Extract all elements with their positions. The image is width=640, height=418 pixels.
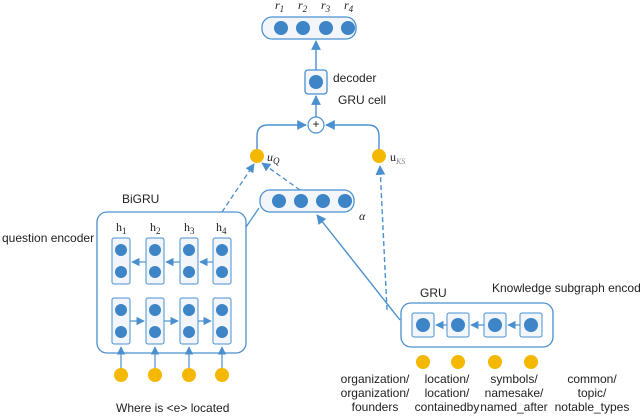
forward-node: [149, 326, 161, 338]
plus-symbol: +: [312, 117, 319, 131]
output-node: [341, 21, 355, 35]
forward-node: [149, 304, 161, 316]
knowledge-encoder-to-attention-arrow: [316, 214, 401, 321]
attention-node: [272, 194, 286, 208]
relation-embedding-node: [524, 355, 538, 369]
backward-node: [216, 266, 228, 278]
backward-node: [183, 244, 195, 256]
backward-node: [149, 244, 161, 256]
uq-node: [250, 149, 264, 163]
forward-node: [115, 304, 127, 316]
backward-node: [149, 266, 161, 278]
alpha-label: α: [359, 209, 366, 223]
attention-to-uq-dashed: [261, 162, 301, 191]
question-encoder-to-uq-dashed: [221, 163, 255, 213]
relation-1-line-1: organization/: [341, 372, 410, 386]
attention-node: [316, 194, 330, 208]
hidden-label-3: h3: [184, 220, 195, 236]
backward-node: [183, 266, 195, 278]
relation-4-line-2: topic/: [578, 386, 607, 400]
hidden-label-1: h1: [116, 220, 127, 236]
attention-node: [338, 194, 352, 208]
knowledge-node: [488, 318, 502, 332]
knowledge-encoder-to-uks-arrow: [375, 165, 388, 311]
forward-node: [115, 326, 127, 338]
output-label-3: r3: [321, 0, 331, 14]
relation-3-line-2: namesake/: [485, 386, 544, 400]
knowledge-node: [416, 318, 430, 332]
decoder-label: decoder: [333, 71, 376, 85]
hidden-labels: h1 h2 h3 h4: [116, 220, 227, 236]
backward-node: [216, 244, 228, 256]
relation-2-line-1: location/: [425, 372, 470, 386]
output-label-1: r1: [275, 0, 284, 14]
relation-2-line-3: containedby: [415, 400, 480, 414]
knowledge-encoder-label: Knowledge subgraph encoder: [492, 281, 640, 295]
backward-gru-row: [111, 237, 232, 285]
relation-1-line-2: organization/: [341, 386, 410, 400]
output-label-4: r4: [344, 0, 354, 14]
forward-node: [216, 326, 228, 338]
forward-gru-row: [111, 297, 232, 345]
gru-label: GRU: [420, 286, 447, 300]
forward-node: [183, 304, 195, 316]
word-embedding-node: [182, 368, 196, 382]
uks-to-plus-arrow: [325, 120, 380, 150]
backward-node: [115, 266, 127, 278]
forward-node: [183, 326, 195, 338]
relation-1-line-3: founders: [352, 400, 399, 414]
output-node: [274, 21, 288, 35]
knowledge-node: [524, 318, 538, 332]
relation-embedding-node: [451, 355, 465, 369]
relation-3-line-1: symbols/: [490, 372, 538, 386]
word-embedding-node: [114, 368, 128, 382]
uks-label: uKS: [390, 150, 405, 166]
hidden-label-4: h4: [216, 220, 227, 236]
uq-to-plus-arrow: [256, 120, 307, 150]
question-encoder-to-attention: [245, 207, 260, 228]
relation-4-line-1: common/: [567, 372, 617, 386]
knowledge-gru-row: [411, 312, 543, 338]
gru-cell-label: GRU cell: [338, 93, 386, 107]
attention-nodes: [272, 194, 352, 208]
output-label-2: r2: [298, 0, 308, 14]
output-nodes: [274, 21, 355, 35]
uq-label: uQ: [267, 150, 280, 166]
plus-node: [307, 116, 325, 134]
decoder-node: [309, 75, 323, 89]
hidden-label-2: h2: [150, 220, 161, 236]
bigru-label: BiGRU: [122, 192, 159, 206]
word-embedding-node: [215, 368, 229, 382]
output-labels: r1 r2 r3 r4: [275, 0, 354, 14]
relation-3-line-3: named_after: [480, 400, 547, 414]
relation-labels: organization/ organization/ founders loc…: [341, 372, 630, 414]
forward-node: [216, 304, 228, 316]
question-encoder-label: question encoder: [2, 231, 94, 245]
relation-embedding-node: [416, 355, 430, 369]
word-embedding-node: [148, 368, 162, 382]
output-node: [319, 21, 333, 35]
knowledge-node: [451, 318, 465, 332]
uks-node: [372, 149, 386, 163]
relation-inputs: [416, 355, 538, 369]
attention-node: [294, 194, 308, 208]
question-text: Where is <e> located: [116, 401, 229, 415]
relation-2-line-2: location/: [425, 386, 470, 400]
relation-4-line-3: notable_types: [555, 400, 630, 414]
output-node: [296, 21, 310, 35]
relation-embedding-node: [488, 355, 502, 369]
question-inputs: [114, 346, 229, 382]
backward-node: [115, 244, 127, 256]
